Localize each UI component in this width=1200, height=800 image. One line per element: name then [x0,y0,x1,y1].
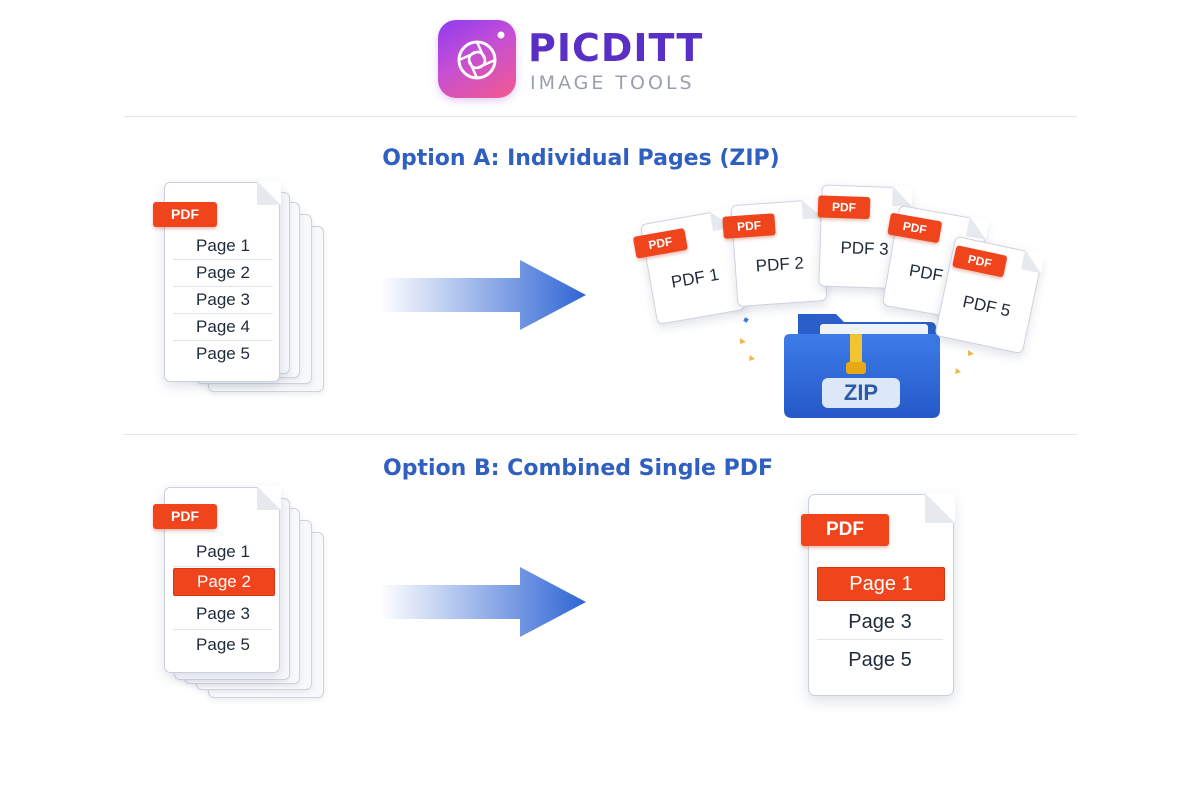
arrow-right-icon [380,260,586,330]
zip-label: ZIP [822,378,900,408]
page-row: Page 2 [173,260,273,287]
source-a-document: PDF Page 1 Page 2 Page 3 Page 4 Page 5 [153,181,281,382]
divider-middle [124,434,1077,435]
source-b-document: PDF Page 1 Page 2 Page 3 Page 5 [153,486,281,673]
brand-logo [438,20,516,98]
page-row: Page 4 [173,314,273,341]
page-row: Page 1 [173,233,273,260]
pdf-tag: PDF [952,245,1008,278]
page-row-highlighted: Page 1 [817,567,945,601]
page-row: Page 5 [848,649,912,671]
page-fold [966,216,990,240]
pdf-tag: PDF [722,213,776,239]
combined-output-pdf: PDF Page 1 Page 3 Page 5 [801,493,955,696]
zip-folder-icon [784,314,940,418]
page-row: Page 3 [817,605,943,640]
camera-aperture-icon [457,31,505,80]
page-row: Page 3 [173,287,273,314]
output-pdf-label: PDF 1 [669,264,721,292]
page-fold [925,493,955,523]
page-fold [892,185,913,207]
arrow-right-icon [380,567,586,637]
output-pdf-2: PDF PDF 2 [722,197,828,308]
page-fold [257,486,281,510]
output-pdf-5: PDF PDF 5 [934,235,1045,355]
page-row: Page 5 [196,344,250,363]
pdf-tag: PDF [153,504,217,529]
option-b-title: Option B: Combined Single PDF [383,456,773,481]
pdf-tag: PDF [632,227,688,259]
page-fold [257,181,281,205]
page-row: Page 1 [173,538,273,567]
output-pdf-label: PDF 2 [755,253,805,276]
pdf-tag: PDF [801,514,889,546]
page-fold [1021,249,1045,274]
page-row-highlighted: Page 2 [173,568,275,596]
output-pdf-label: PDF 5 [961,291,1013,321]
brand-tagline: IMAGE TOOLS [530,72,695,94]
page-row: Page 5 [196,635,250,654]
option-a-title: Option A: Individual Pages (ZIP) [382,146,780,171]
pdf-tag: PDF [153,202,217,227]
pdf-tag: PDF [887,212,943,244]
brand-name: PICDITT [528,26,704,70]
divider-top [124,116,1077,117]
pdf-tag: PDF [817,195,871,220]
page-row: Page 3 [173,599,273,630]
